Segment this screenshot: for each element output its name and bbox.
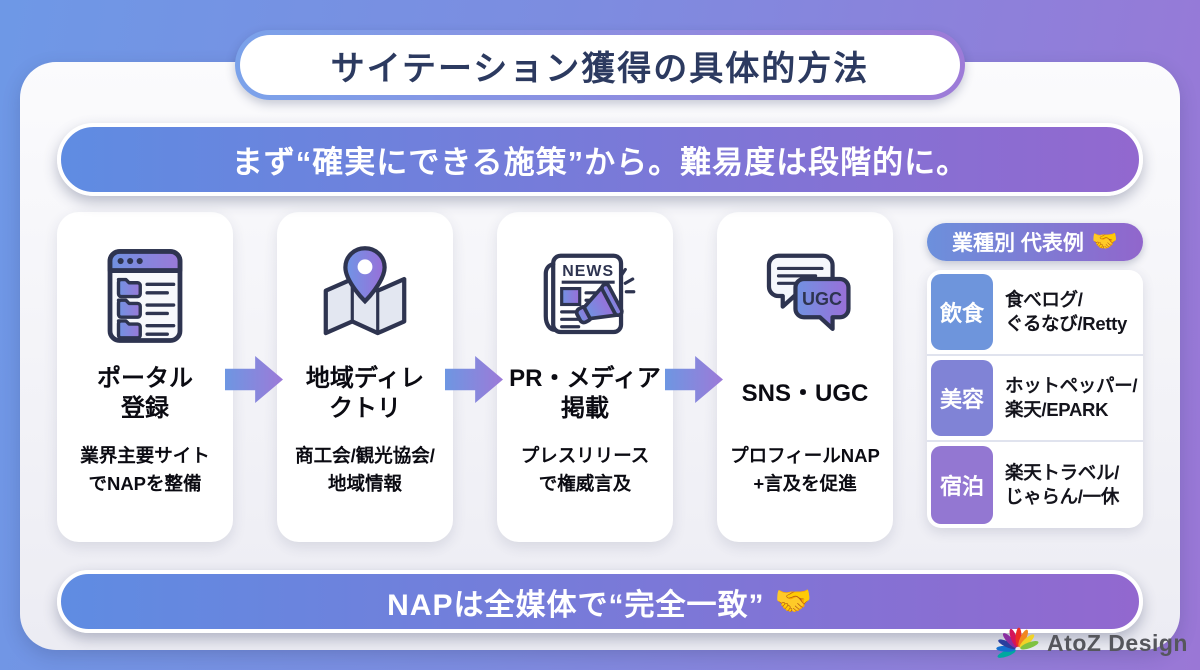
news-megaphone-icon: NEWS <box>531 240 639 352</box>
industry-value: ホットペッパー/ 楽天/EPARK <box>1005 374 1138 420</box>
step-desc: プレスリリース で権威言及 <box>520 445 650 494</box>
step-title: ポータル 登録 <box>97 364 193 422</box>
footer-text: NAPは全媒体で“完全一致” <box>387 588 765 622</box>
step-title: 地域ディレ クトリ <box>305 364 425 422</box>
brand-name: AtoZ Design <box>1047 629 1188 656</box>
step-card-pr-media: NEWS PR・メディア 掲載 プレスリリース で権威言及 <box>497 212 673 542</box>
handshake-icon: 🤝 <box>1091 230 1118 253</box>
brand-logo: AtoZ Design <box>995 626 1188 660</box>
industry-label: 宿泊 <box>931 446 993 524</box>
step-card-local-directory: 地域ディレ クトリ 商工会/観光協会/ 地域情報 <box>277 212 453 542</box>
table-row: 飲食 食べログ/ ぐるなび/Retty <box>927 270 1143 356</box>
industry-label: 美容 <box>931 360 993 436</box>
subtitle-banner: まず“確実にできる施策”から。難易度は段階的に。 <box>57 123 1143 196</box>
industry-table: 飲食 食べログ/ ぐるなび/Retty 美容 ホットペッパー/ 楽天/EPARK… <box>927 270 1143 528</box>
table-row: 宿泊 楽天トラベル/ じゃらん/一休 <box>927 442 1143 528</box>
map-pin-icon <box>312 240 418 352</box>
subtitle-text: まず“確実にできる施策”から。難易度は段階的に。 <box>231 145 969 180</box>
svg-text:NEWS: NEWS <box>562 263 614 280</box>
industry-value: 楽天トラベル/ じゃらん/一休 <box>1005 461 1120 507</box>
step-title: SNS・UGC <box>741 379 869 407</box>
industry-label: 飲食 <box>931 274 993 350</box>
chat-ugc-icon: UGC <box>751 240 859 352</box>
step-title: PR・メディア 掲載 <box>509 364 661 422</box>
atoz-fan-icon <box>996 627 1039 658</box>
industry-header-text: 業種別 代表例 <box>952 232 1084 255</box>
svg-text:UGC: UGC <box>802 289 842 309</box>
step-desc: 業界主要サイト でNAPを整備 <box>80 445 210 494</box>
step-card-portal: ポータル 登録 業界主要サイト でNAPを整備 <box>57 212 233 542</box>
page-title: サイテーション獲得の具体的方法 <box>330 49 870 88</box>
step-card-sns-ugc: UGC SNS・UGC プロフィールNAP +言及を促進 <box>717 212 893 542</box>
portal-window-icon <box>92 240 198 352</box>
industry-value: 食べログ/ ぐるなび/Retty <box>1005 288 1128 334</box>
table-row: 美容 ホットペッパー/ 楽天/EPARK <box>927 356 1143 442</box>
step-desc: 商工会/観光協会/ 地域情報 <box>295 445 435 494</box>
industry-panel-header: 業種別 代表例 🤝 <box>927 223 1143 261</box>
handshake-icon: 🤝 <box>774 585 813 618</box>
title-banner: サイテーション獲得の具体的方法 <box>235 30 965 100</box>
step-desc: プロフィールNAP +言及を促進 <box>730 445 880 494</box>
footer-banner: NAPは全媒体で“完全一致” 🤝 <box>57 570 1143 633</box>
